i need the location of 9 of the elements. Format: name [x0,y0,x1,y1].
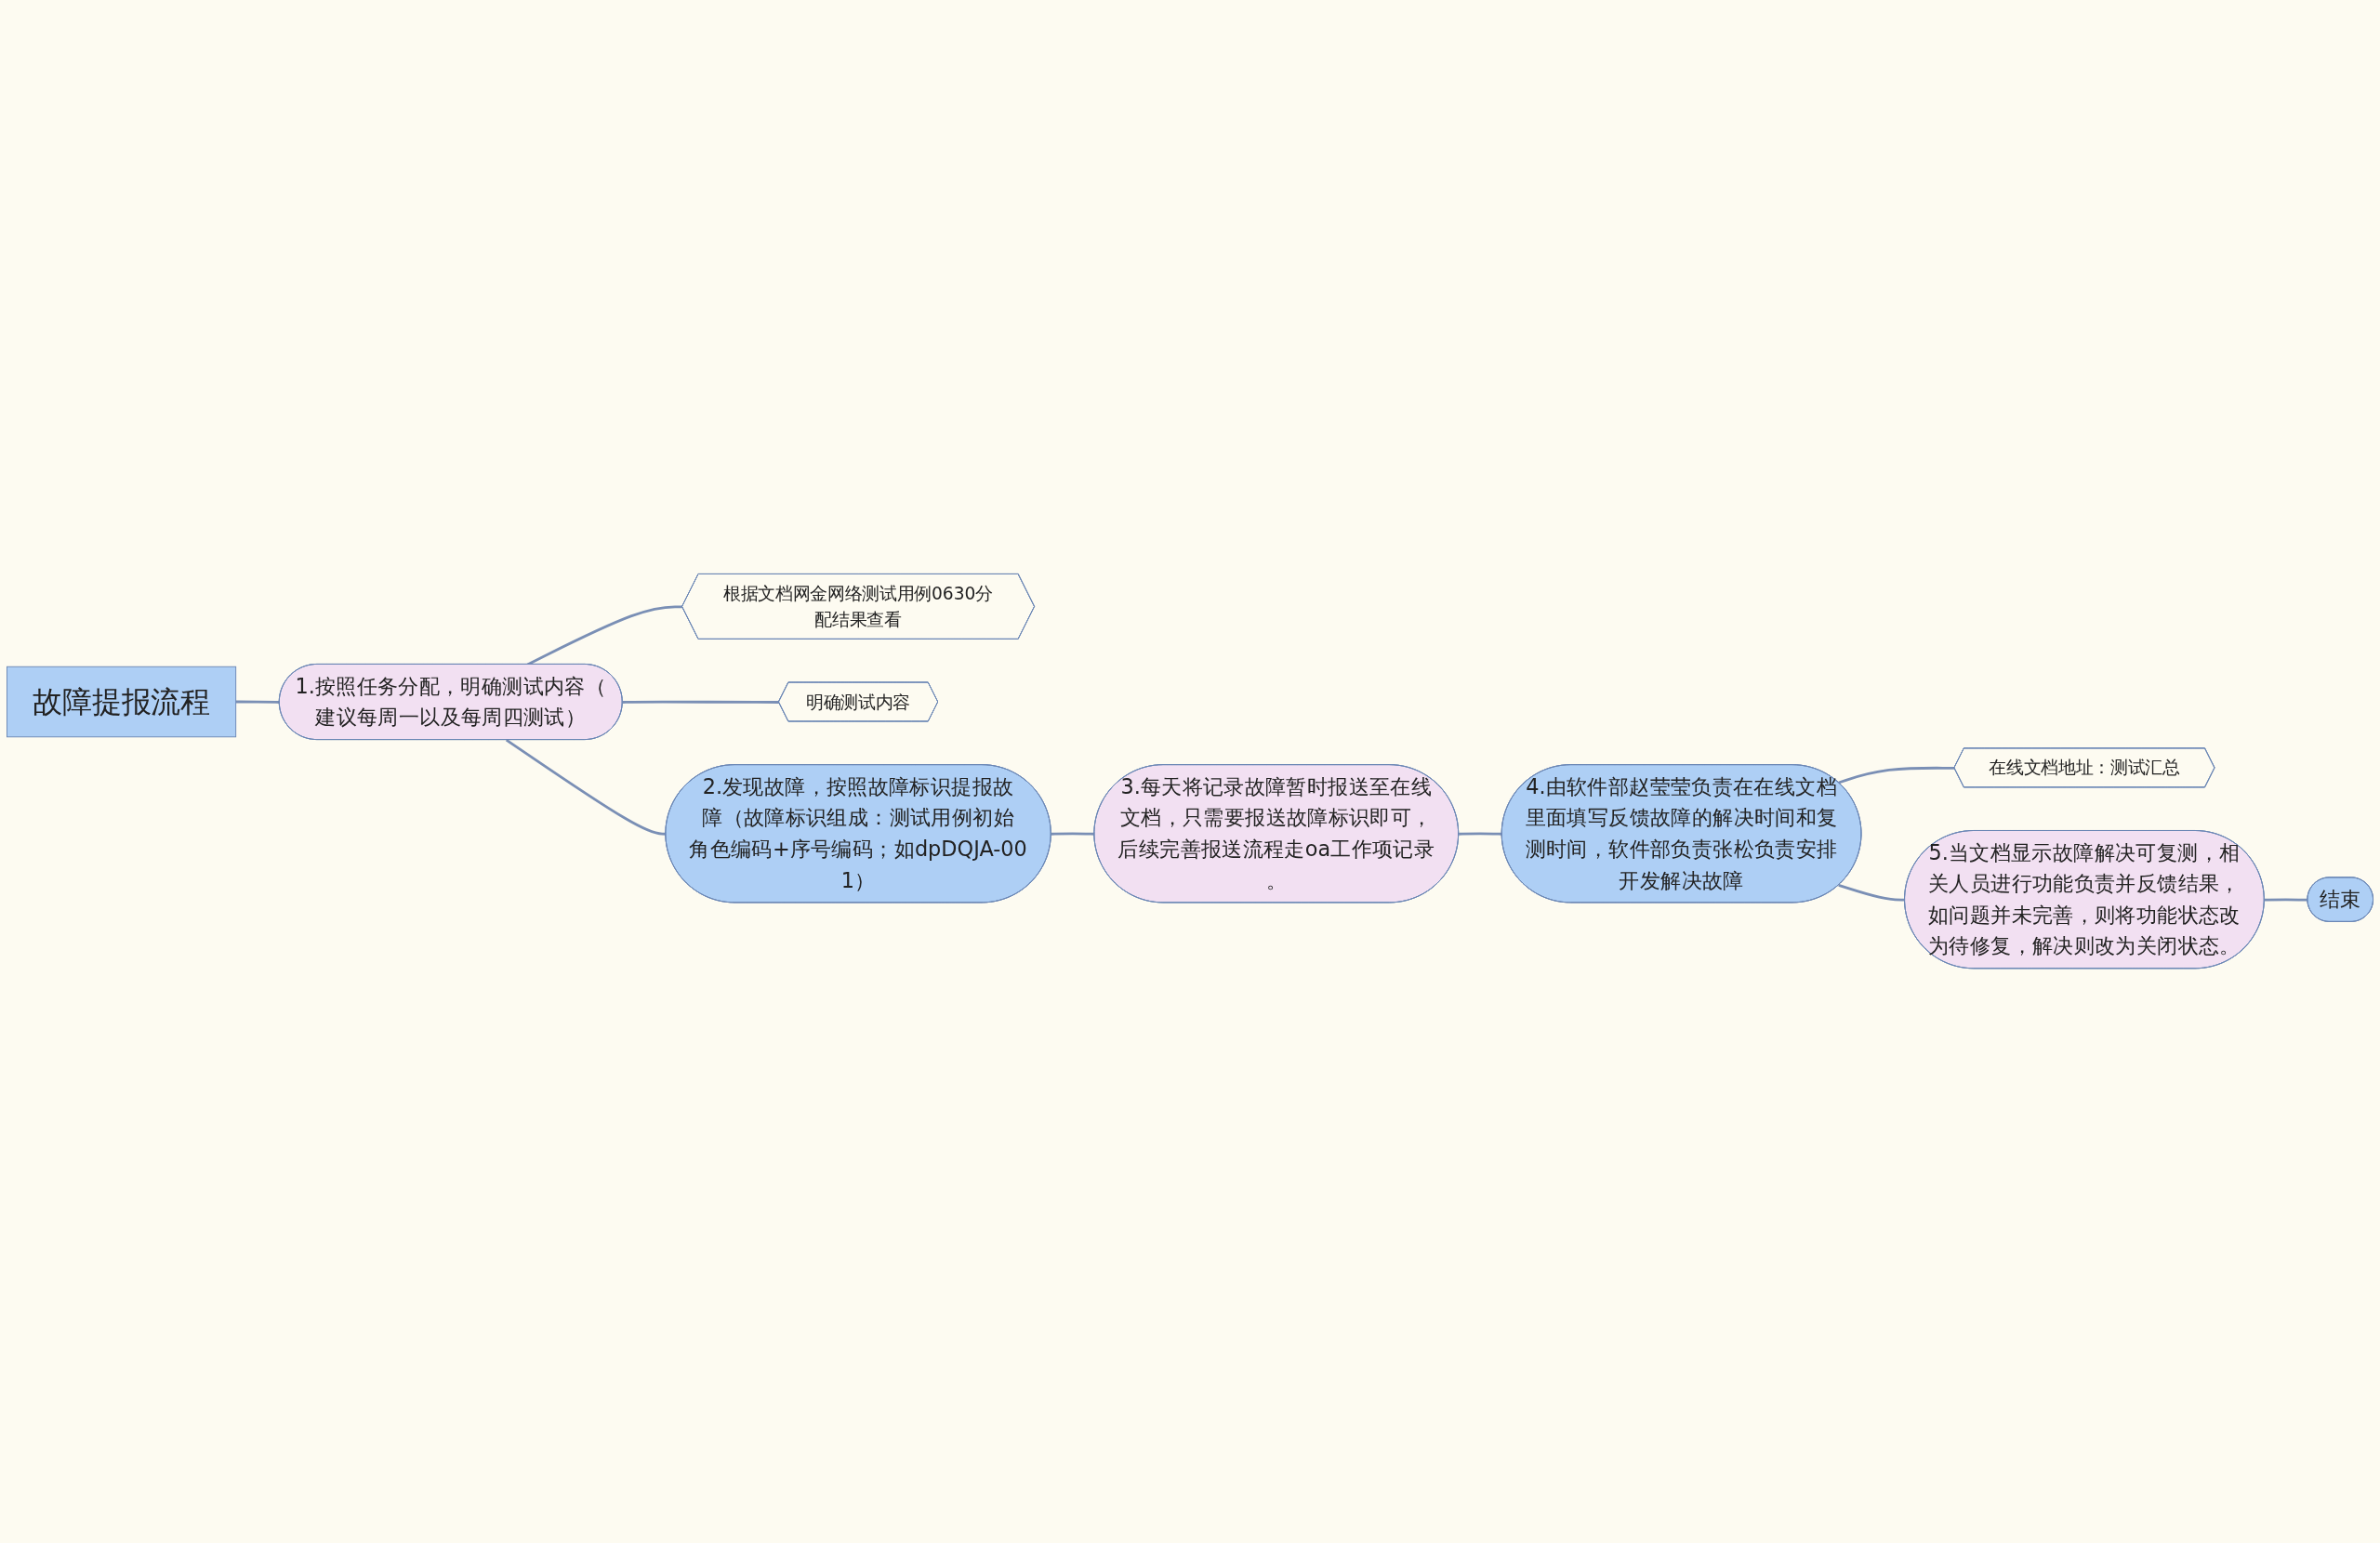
connector [235,701,280,705]
node-box: 故障提报流程 [7,666,237,738]
connector [2264,898,2308,902]
connector [1051,832,1095,836]
connector [1838,884,1906,902]
connector [622,701,779,705]
connector [1459,832,1502,836]
connector [1838,767,1955,785]
connector [505,739,667,836]
